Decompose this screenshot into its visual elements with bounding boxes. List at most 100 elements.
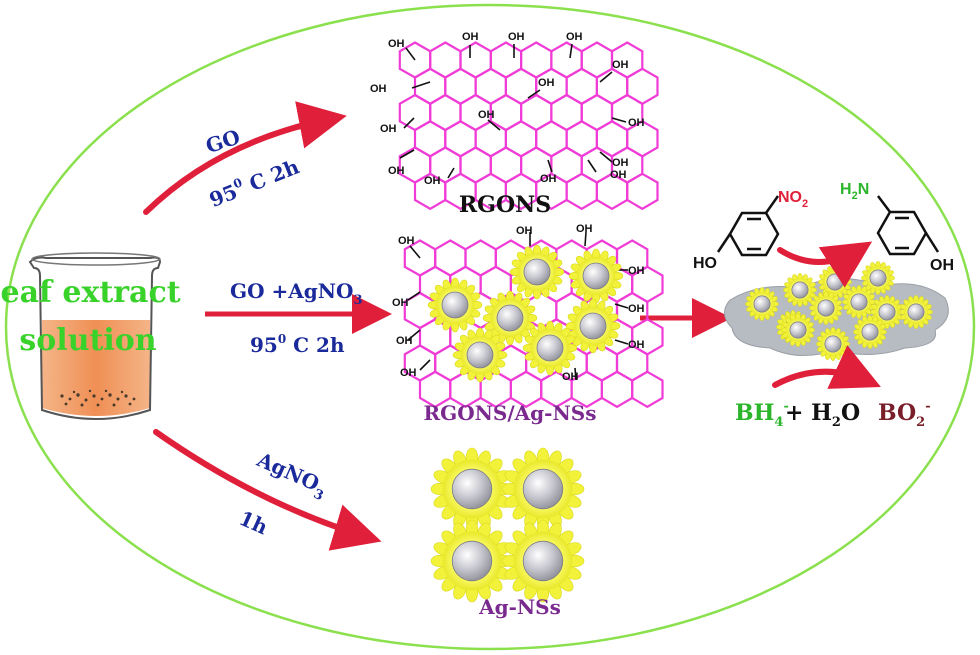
ag-nanosphere — [430, 519, 514, 603]
beaker-label-line1: Leaf extract — [0, 275, 181, 310]
oh-group-label: OH — [576, 223, 593, 235]
middle-route-condition: 950 C 2h — [250, 332, 345, 357]
catalyst-ag-particles — [745, 261, 933, 361]
catalyst-ag-particle — [899, 295, 933, 329]
oh-bond — [614, 339, 629, 345]
oh-bond — [527, 89, 541, 99]
oh-bond — [599, 71, 613, 83]
aminophenol-oh: OH — [930, 257, 954, 274]
ag-nanoparticle — [522, 320, 578, 376]
catalyst-ag-particle — [816, 327, 850, 361]
oh-group-label: OH — [392, 297, 409, 309]
beaker: Leaf extract solution — [0, 252, 181, 420]
oh-group-label: OH — [516, 225, 533, 237]
oh-bond — [419, 359, 431, 371]
oh-bond — [447, 167, 455, 179]
oh-group-label: OH — [628, 339, 645, 351]
composite-ag-particles — [427, 244, 624, 383]
ag-nanosphere-group — [430, 447, 585, 603]
catalysis-panel: HO NO2 H2N OH BH4- + H2O BO2- — [693, 181, 954, 430]
ag-nanosphere — [430, 447, 514, 531]
oh-bond — [547, 159, 553, 173]
composite-ring — [600, 370, 634, 409]
oh-bond — [614, 303, 629, 309]
ag-nanosphere — [501, 519, 585, 603]
oh-bond — [407, 291, 421, 301]
aminophenol-h2n: H2N — [840, 181, 869, 202]
oh-bond — [407, 329, 421, 341]
oh-bond — [487, 119, 501, 131]
water-label: + H2O — [785, 400, 860, 430]
bottom-route-condition: 1h — [236, 506, 272, 540]
arrow-bottom-route — [153, 429, 382, 551]
top-route-condition: 950 C 2h — [205, 153, 302, 212]
oh-group-label: OH — [628, 265, 645, 277]
composite-label: RGONS/Ag-NSs — [424, 401, 597, 425]
leaf-sediment — [60, 389, 136, 407]
beaker-rim — [31, 252, 161, 266]
oh-group-label: OH — [370, 83, 387, 95]
beaker-label-line2: solution — [19, 323, 156, 358]
oh-group-label: OH — [628, 303, 645, 315]
oh-group-label: OH — [388, 38, 405, 50]
rgons-label: RGONS — [459, 192, 551, 218]
nitrophenol-molecule — [716, 195, 780, 257]
oh-bond — [587, 159, 597, 173]
rgons-ring — [565, 172, 599, 211]
oh-group-label: OH — [562, 371, 579, 383]
oh-bond — [584, 231, 587, 247]
oh-group-label: OH — [538, 77, 555, 89]
oh-bond — [405, 47, 416, 61]
reduction-arrow-bottom — [772, 345, 881, 389]
agns-label: Ag-NSs — [478, 595, 561, 619]
borohydride-label: BH4- — [735, 399, 789, 430]
ag-nanoparticle — [509, 244, 565, 300]
nitrophenol-no2: NO2 — [778, 189, 808, 210]
oh-group-label: OH — [462, 31, 479, 43]
oh-group-label: OH — [540, 173, 557, 185]
ag-nanosphere — [501, 447, 585, 531]
oh-group-label: OH — [388, 165, 405, 177]
oh-group-label: OH — [424, 175, 441, 187]
oh-bond — [599, 151, 613, 163]
catalyst-ag-particle — [781, 313, 815, 347]
arrow-top-route — [143, 101, 347, 215]
oh-bond — [569, 43, 573, 59]
oh-group-label: OH — [398, 235, 415, 247]
top-route-reagent: GO — [203, 125, 243, 158]
oh-group-label: OH — [612, 157, 629, 169]
oh-bond — [411, 81, 431, 89]
catalyst-ag-particle — [745, 287, 779, 321]
middle-route-reagent: GO +AgNO3 — [230, 279, 362, 308]
ag-nanoparticle — [482, 290, 538, 346]
oh-group-label: OH — [478, 109, 495, 121]
rgons-ring — [626, 172, 659, 211]
catalyst-ag-particle — [783, 273, 817, 307]
ag-nanoparticle — [427, 277, 483, 333]
oh-group-label: OH — [628, 117, 645, 129]
oh-group-label: OH — [612, 59, 629, 71]
composite-ring — [631, 370, 664, 409]
oh-group-label: OH — [380, 123, 397, 135]
metaborate-label: BO2- — [878, 399, 931, 430]
ag-nanoparticle — [568, 248, 624, 304]
oh-bond — [403, 117, 415, 129]
oh-group-label: OH — [508, 31, 525, 43]
aminophenol-molecule — [876, 195, 940, 256]
catalyst-ag-particle — [853, 315, 887, 349]
beaker-glass — [28, 256, 162, 420]
ag-nanoparticle — [452, 327, 508, 383]
reduction-arrow-top — [777, 241, 873, 288]
catalyst-ag-particle — [818, 265, 852, 299]
oh-bond — [399, 149, 415, 159]
oh-group-label: OH — [566, 31, 583, 43]
oh-group-label: OH — [396, 335, 413, 347]
oh-group-label: OH — [400, 367, 417, 379]
oh-bond — [611, 117, 627, 123]
oh-bond — [574, 367, 577, 381]
scheme-border-ellipse — [4, 3, 976, 651]
oh-bond — [409, 245, 421, 259]
